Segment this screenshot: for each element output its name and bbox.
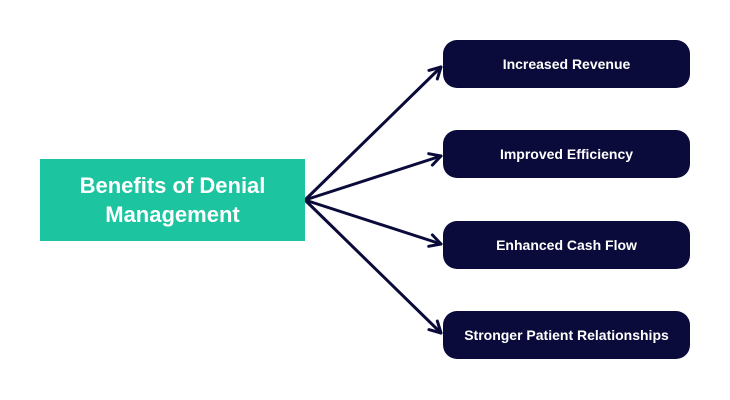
arrowhead-2	[427, 152, 443, 167]
connector-line-3	[303, 198, 443, 246]
central-topic-title: Benefits of Denial Management	[80, 171, 266, 229]
arrowhead-4	[427, 319, 443, 335]
connector-line-4	[303, 198, 443, 335]
arrowhead-1	[427, 65, 443, 81]
central-topic-box: Benefits of Denial Management	[40, 159, 305, 241]
benefit-box-stronger-patient-relationships: Stronger Patient Relationships	[443, 311, 690, 359]
central-topic-line-1: Benefits of Denial	[79, 173, 266, 198]
connector-line-2	[303, 154, 443, 202]
arrowhead-3	[427, 233, 443, 248]
benefit-label: Enhanced Cash Flow	[496, 237, 637, 253]
central-topic-line-2: Management	[105, 202, 240, 227]
connector-line-1	[303, 65, 443, 202]
benefit-label: Improved Efficiency	[499, 146, 634, 162]
benefit-label: Increased Revenue	[502, 56, 631, 72]
benefit-box-increased-revenue: Increased Revenue	[443, 40, 690, 88]
benefit-box-enhanced-cash-flow: Enhanced Cash Flow	[443, 221, 690, 269]
benefit-box-improved-efficiency: Improved Efficiency	[443, 130, 690, 178]
benefit-label: Stronger Patient Relationships	[464, 327, 669, 343]
